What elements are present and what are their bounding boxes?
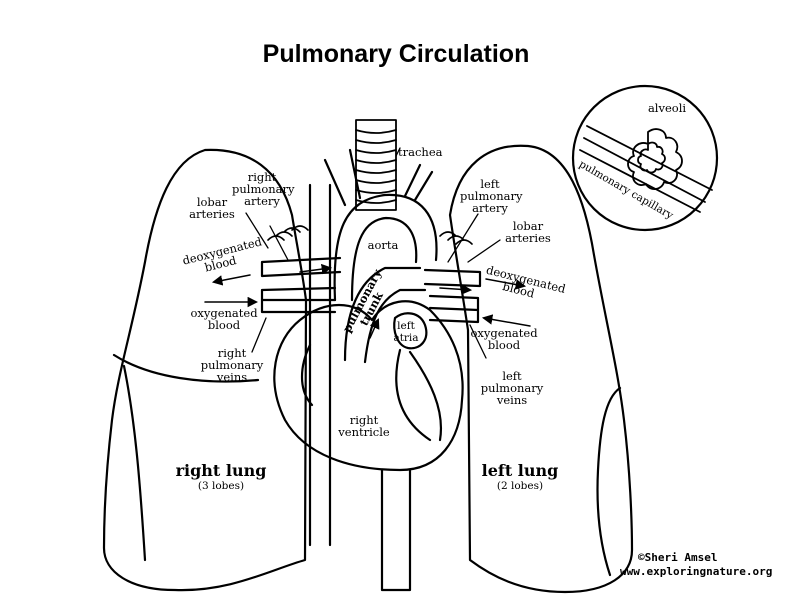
vena-cava-lower xyxy=(380,468,412,592)
label-right-lung: right lung (3 lobes) xyxy=(175,461,267,493)
label-right-ventricle: right ventricle xyxy=(338,413,390,439)
right-lung-fissure-horizontal xyxy=(112,353,260,383)
label-arrows xyxy=(204,263,531,339)
alveoli-cluster xyxy=(627,128,683,190)
right-lung-outline xyxy=(102,148,308,592)
arrow-flow-trunk xyxy=(369,318,380,339)
leader-left-pulmonary-artery xyxy=(447,213,479,263)
ventricle-septum xyxy=(395,348,443,442)
descending-aorta xyxy=(308,183,332,547)
left-lung-outline xyxy=(448,144,634,594)
arrow-oxygenated-left xyxy=(481,314,531,327)
leader-lobar-arteries-left xyxy=(467,239,501,263)
leader-right-pulmonary-veins xyxy=(251,317,267,353)
credit-author: ©Sheri Amsel xyxy=(638,551,718,564)
aortic-branches xyxy=(323,148,434,207)
credit-website: www.exploringnature.org xyxy=(620,565,773,578)
label-right-pulmonary-artery: right pulmonary artery xyxy=(232,170,295,208)
label-left-pulmonary-artery: left pulmonary artery xyxy=(460,177,523,215)
label-left-atria: left atria xyxy=(393,320,419,344)
right-pulmonary-veins-vessel xyxy=(260,286,337,314)
pulmonary-trunk-vessel xyxy=(343,266,427,364)
label-lobar-arteries-right: lobar arteries xyxy=(189,195,235,221)
right-lung-fissure-oblique xyxy=(122,364,147,562)
label-lobar-arteries-left: lobar arteries xyxy=(505,219,551,245)
arrow-flow-left-vessel xyxy=(439,284,473,295)
leader-right-pulmonary-artery xyxy=(269,225,289,261)
leader-left-pulmonary-veins xyxy=(469,324,487,359)
left-atrium xyxy=(393,312,428,350)
leader-lines xyxy=(245,147,501,359)
label-oxygenated-blood-right: oxygenated blood xyxy=(190,306,258,332)
leader-lobar-arteries-right xyxy=(245,212,269,249)
label-right-pulmonary-veins: right pulmonary veins xyxy=(200,346,264,384)
label-trachea: trachea xyxy=(398,145,443,159)
left-pulmonary-artery-vessel xyxy=(423,268,482,288)
label-left-pulmonary-veins: left pulmonary veins xyxy=(480,369,544,407)
leader-trachea xyxy=(395,147,401,157)
arrow-deoxygenated-right xyxy=(211,274,251,286)
diagram-title: Pulmonary Circulation xyxy=(262,40,530,68)
left-pulmonary-veins-vessel xyxy=(428,294,480,324)
arrow-deoxygenated-left xyxy=(485,278,527,290)
alveoli-inset-circle xyxy=(571,84,719,232)
left-lung-fissure xyxy=(596,386,622,577)
label-left-lung: left lung (2 lobes) xyxy=(481,461,559,493)
arrow-flow-right-vessel xyxy=(299,263,333,275)
aortic-arch xyxy=(333,193,438,302)
label-alveoli: alveoli xyxy=(647,101,687,115)
right-ventricle-inner xyxy=(301,343,314,407)
label-oxygenated-blood-left: oxygenated blood xyxy=(470,326,538,352)
label-aorta: aorta xyxy=(367,238,399,252)
